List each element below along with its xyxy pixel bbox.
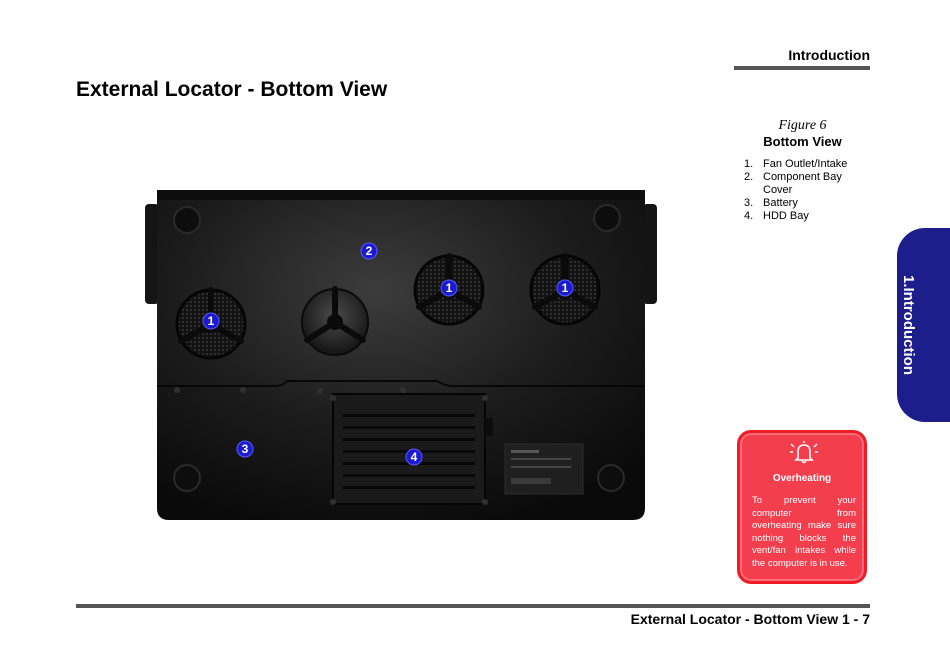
marker-fan-left: 1 — [202, 312, 220, 330]
chapter-tab-label: 1.Introduction — [900, 275, 917, 375]
legend-text: HDD Bay — [763, 210, 809, 222]
marker-label: 4 — [411, 450, 418, 464]
legend-num: 3. — [744, 197, 754, 209]
marker-label: 1 — [208, 314, 215, 328]
header-section-title: Introduction — [788, 47, 870, 63]
overheating-callout: Overheating To prevent your computer fro… — [737, 430, 867, 584]
callout-title: Overheating — [772, 473, 832, 484]
alarm-bell-icon — [790, 441, 818, 464]
legend-num: 4. — [744, 210, 754, 222]
figure-label: Figure 6 — [778, 118, 827, 133]
page-title: External Locator - Bottom View — [76, 78, 388, 101]
marker-label: 1 — [562, 281, 569, 295]
footer-page-label: External Locator - Bottom View 1 - 7 — [630, 611, 870, 627]
legend-text: Fan Outlet/Intake — [763, 158, 848, 170]
header-rule — [734, 66, 870, 70]
legend-list: 1. Fan Outlet/Intake 2. Component Bay Cove… — [744, 158, 864, 223]
marker-hdd-bay: 4 — [405, 448, 423, 466]
legend-text: Battery — [763, 197, 798, 209]
legend-item: 4. HDD Bay — [744, 210, 864, 223]
legend-text: Component Bay Cover — [763, 171, 842, 196]
marker-component-bay: 2 — [360, 242, 378, 260]
legend-item: 2. Component Bay Cover — [744, 171, 864, 197]
legend-num: 2. — [744, 171, 754, 183]
marker-fan-middle: 1 — [440, 279, 458, 297]
marker-label: 3 — [242, 442, 249, 456]
marker-battery: 3 — [236, 440, 254, 458]
marker-fan-right: 1 — [556, 279, 574, 297]
footer-rule — [76, 604, 870, 608]
callout-body: To prevent your computer from overheatin… — [752, 495, 856, 569]
legend-num: 1. — [744, 158, 754, 170]
legend-item: 1. Fan Outlet/Intake — [744, 158, 864, 171]
laptop-bottom-photo: 1 2 1 1 3 4 — [145, 190, 657, 520]
marker-label: 2 — [366, 244, 373, 258]
chapter-tab[interactable] — [897, 228, 950, 422]
marker-label: 1 — [446, 281, 453, 295]
figure-caption: Figure 6 Bottom View — [735, 118, 870, 150]
figure-title: Bottom View — [763, 134, 842, 149]
legend-item: 3. Battery — [744, 197, 864, 210]
